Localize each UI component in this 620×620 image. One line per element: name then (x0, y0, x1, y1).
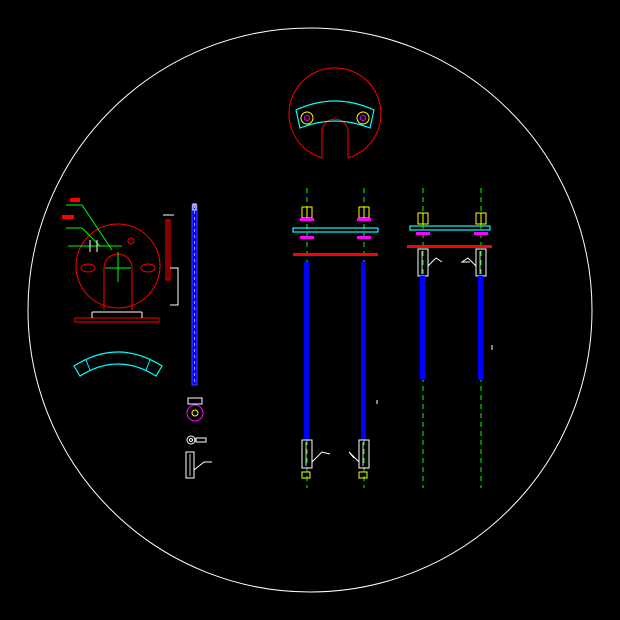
frame-circle (27, 27, 593, 593)
assembly-1 (292, 188, 379, 488)
bolt-hole-right (356, 111, 370, 125)
side-view-small (163, 214, 179, 306)
bolt-hole-left (300, 111, 314, 125)
rod-detail (185, 203, 212, 479)
front-view-left (74, 223, 161, 323)
horseshoe-part (288, 67, 382, 159)
annotation-leaders (62, 198, 122, 252)
curved-bracket (73, 351, 163, 377)
assembly-2 (407, 188, 493, 488)
